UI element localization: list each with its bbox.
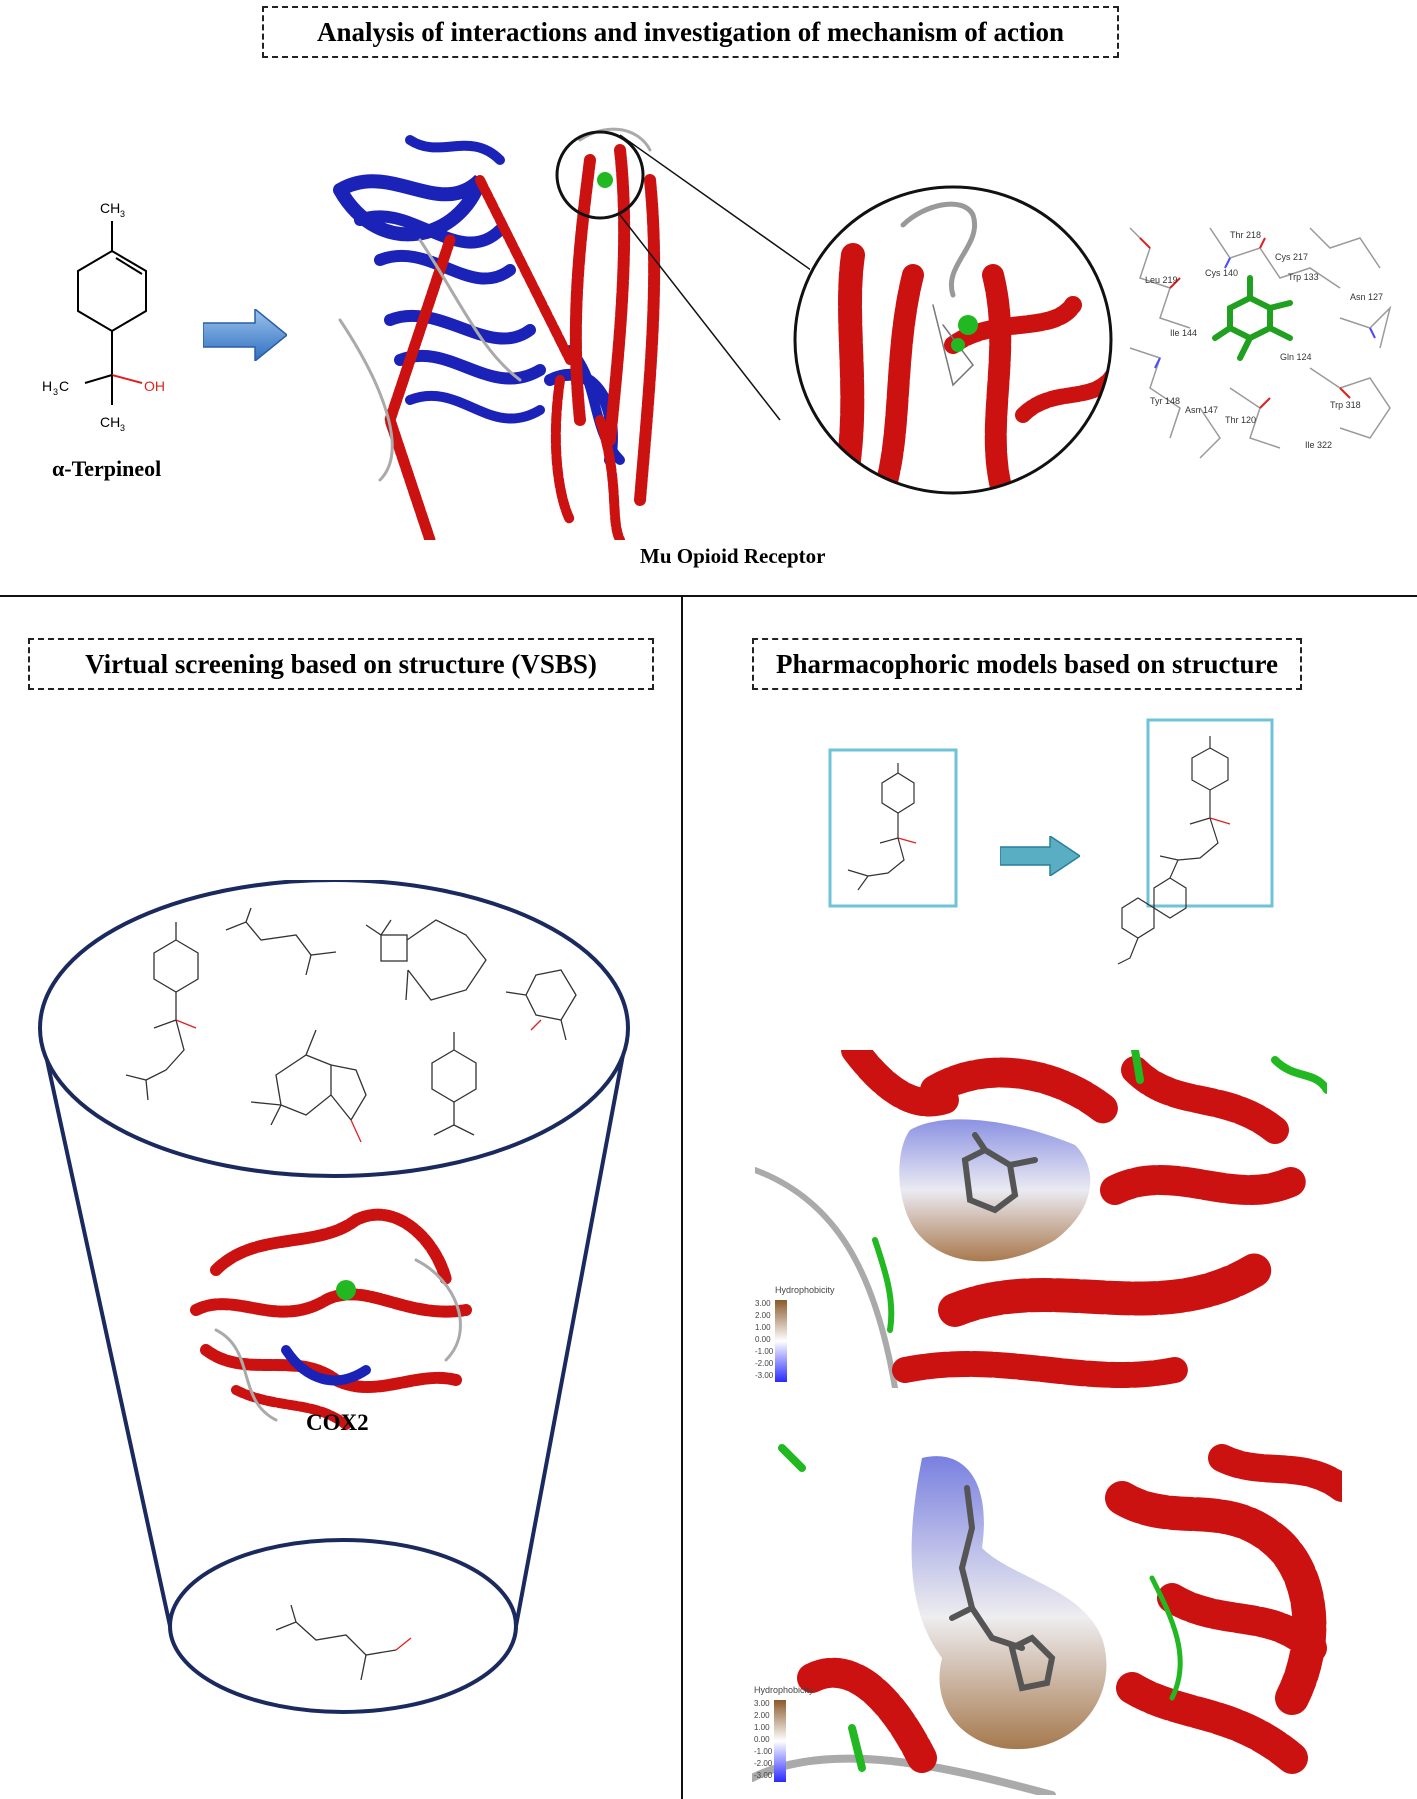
hydro-tick: 3.00: [755, 1299, 771, 1308]
residue-label: Tyr 148: [1150, 396, 1180, 406]
hydro-tick: 0.00: [754, 1735, 770, 1744]
zoom-circle: [793, 185, 1113, 495]
right-arrow-icon: [203, 309, 287, 361]
pharmacophore-result-molecule: [1117, 718, 1274, 965]
hydro-tick: 1.00: [754, 1723, 770, 1732]
residue-label: Asn 127: [1350, 292, 1383, 302]
residue-label: Thr 218: [1230, 230, 1261, 240]
hydro-tick: 3.00: [754, 1699, 770, 1708]
svg-text:CH: CH: [100, 414, 120, 430]
hydro-tick: 2.00: [755, 1311, 771, 1320]
svg-text:3: 3: [120, 423, 125, 433]
title-left: Virtual screening based on structure (VS…: [28, 638, 654, 690]
residue-label: Thr 120: [1225, 415, 1256, 425]
svg-text:H: H: [42, 378, 52, 394]
pharmacophore-start-molecule: [828, 748, 958, 908]
residue-interaction-map: Thr 218 Cys 217 Leu 219 Cys 140 Trp 133 …: [1129, 227, 1392, 459]
title-top: Analysis of interactions and investigati…: [262, 6, 1119, 58]
residue-label: Ile 144: [1170, 328, 1197, 338]
docking-surface-2: Hydrophobicity 3.00 2.00 1.00 0.00 -1.00…: [752, 1438, 1342, 1795]
hydro-legend-title: Hydrophobicity: [775, 1285, 835, 1295]
screening-funnel: [38, 880, 630, 1714]
hydro-tick: 1.00: [755, 1323, 771, 1332]
residue-label: Cys 140: [1205, 268, 1238, 278]
residue-label: Gln 124: [1280, 352, 1312, 362]
svg-text:3: 3: [53, 387, 58, 397]
hydro-legend-title: Hydrophobicity: [754, 1685, 814, 1695]
divider-vertical: [681, 596, 683, 1799]
terpineol-label: α-Terpineol: [52, 456, 162, 481]
title-right: Pharmacophoric models based on structure: [752, 638, 1302, 690]
hydro-tick: -3.00: [754, 1771, 773, 1780]
hydro-tick: -2.00: [754, 1759, 773, 1768]
hydro-tick: -3.00: [755, 1371, 774, 1380]
residue-label: Leu 219: [1145, 275, 1178, 285]
teal-arrow-icon: [1000, 836, 1080, 876]
receptor-label: Mu Opioid Receptor: [640, 544, 826, 568]
hydro-tick: 2.00: [754, 1711, 770, 1720]
hydro-tick: 0.00: [755, 1335, 771, 1344]
docking-surface-1: Hydrophobicity 3.00 2.00 1.00 0.00 -1.00…: [755, 1050, 1327, 1388]
cox2-label: COX2: [306, 1410, 369, 1435]
svg-text:C: C: [59, 378, 69, 394]
svg-text:OH: OH: [144, 378, 165, 394]
residue-label: Trp 318: [1330, 400, 1361, 410]
receptor-structure: [333, 127, 810, 540]
hydro-tick: -1.00: [754, 1747, 773, 1756]
residue-label: Cys 217: [1275, 252, 1308, 262]
residue-label: Asn 147: [1185, 405, 1218, 415]
residue-label: Trp 133: [1288, 272, 1319, 282]
svg-text:CH: CH: [100, 200, 120, 216]
hydro-tick: -1.00: [755, 1347, 774, 1356]
divider-horizontal: [0, 595, 1417, 597]
residue-label: Ile 322: [1305, 440, 1332, 450]
hydro-tick: -2.00: [755, 1359, 774, 1368]
svg-text:3: 3: [120, 209, 125, 219]
